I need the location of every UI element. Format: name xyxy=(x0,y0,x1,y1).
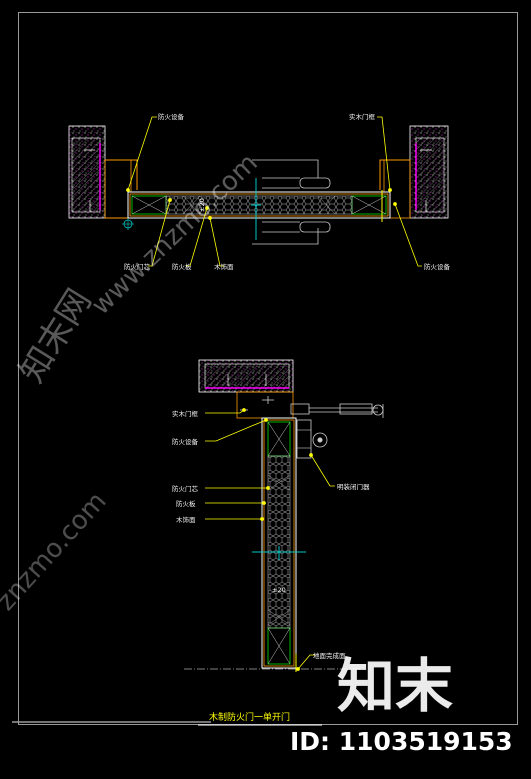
drawing-title-block: 木制防火门一单开门 xyxy=(198,711,322,726)
plan-label-fire-board: 防火板 xyxy=(172,262,192,271)
section-label-fire-core: 防火门芯 xyxy=(172,484,199,493)
section-view: ±20 实木门框 防火设备 防火门芯 防火板 木饰面 明装闭门器 地面完成面 xyxy=(172,359,384,672)
plan-right-wall xyxy=(379,125,449,219)
watermark-site-url-short: znzmo.com xyxy=(0,486,112,616)
section-leaders xyxy=(205,408,335,671)
plan-label-fire-equipment-right: 防火设备 xyxy=(424,262,451,271)
section-dim-mark: ±20 xyxy=(272,586,286,594)
section-head-wall xyxy=(198,359,294,419)
plan-view: ±20 防火设备 实木门框 防火门芯 防火板 木饰面 防火设备 xyxy=(68,112,451,271)
plan-label-fire-core: 防火门芯 xyxy=(124,262,151,271)
plan-label-fire-equipment-top: 防火设备 xyxy=(158,112,185,121)
watermark-diagonal-bottom: znzmo.com xyxy=(0,486,112,616)
section-label-solid-frame: 实木门框 xyxy=(172,409,199,418)
section-label-fire-board: 防火板 xyxy=(176,499,196,508)
section-label-floor-finish: 地面完成面 xyxy=(313,651,346,660)
watermark-brand-cn: 知末 xyxy=(337,652,453,720)
plan-door-leaf xyxy=(127,190,391,222)
plan-left-wall xyxy=(68,125,138,230)
plan-label-wood-finish: 木饰面 xyxy=(214,262,234,271)
section-label-door-closer: 明装闭门器 xyxy=(337,482,370,491)
drawing-title: 木制防火门一单开门 xyxy=(209,711,290,723)
plan-leaders xyxy=(126,116,422,267)
plan-label-solid-frame: 实木门框 xyxy=(349,112,376,121)
section-label-fire-equipment: 防火设备 xyxy=(172,437,199,446)
plan-dim-mark: ±20 xyxy=(198,198,206,212)
section-door-leaf xyxy=(252,417,306,672)
watermark-id: ID: 1103519153 xyxy=(290,727,513,756)
watermark-brand: 知末 ID: 1103519153 xyxy=(290,652,513,756)
section-label-wood-finish: 木饰面 xyxy=(176,515,196,524)
watermark-site-url: www.znzmo.com xyxy=(86,148,264,321)
plan-door-handle xyxy=(251,159,331,245)
section-door-closer xyxy=(290,403,384,459)
